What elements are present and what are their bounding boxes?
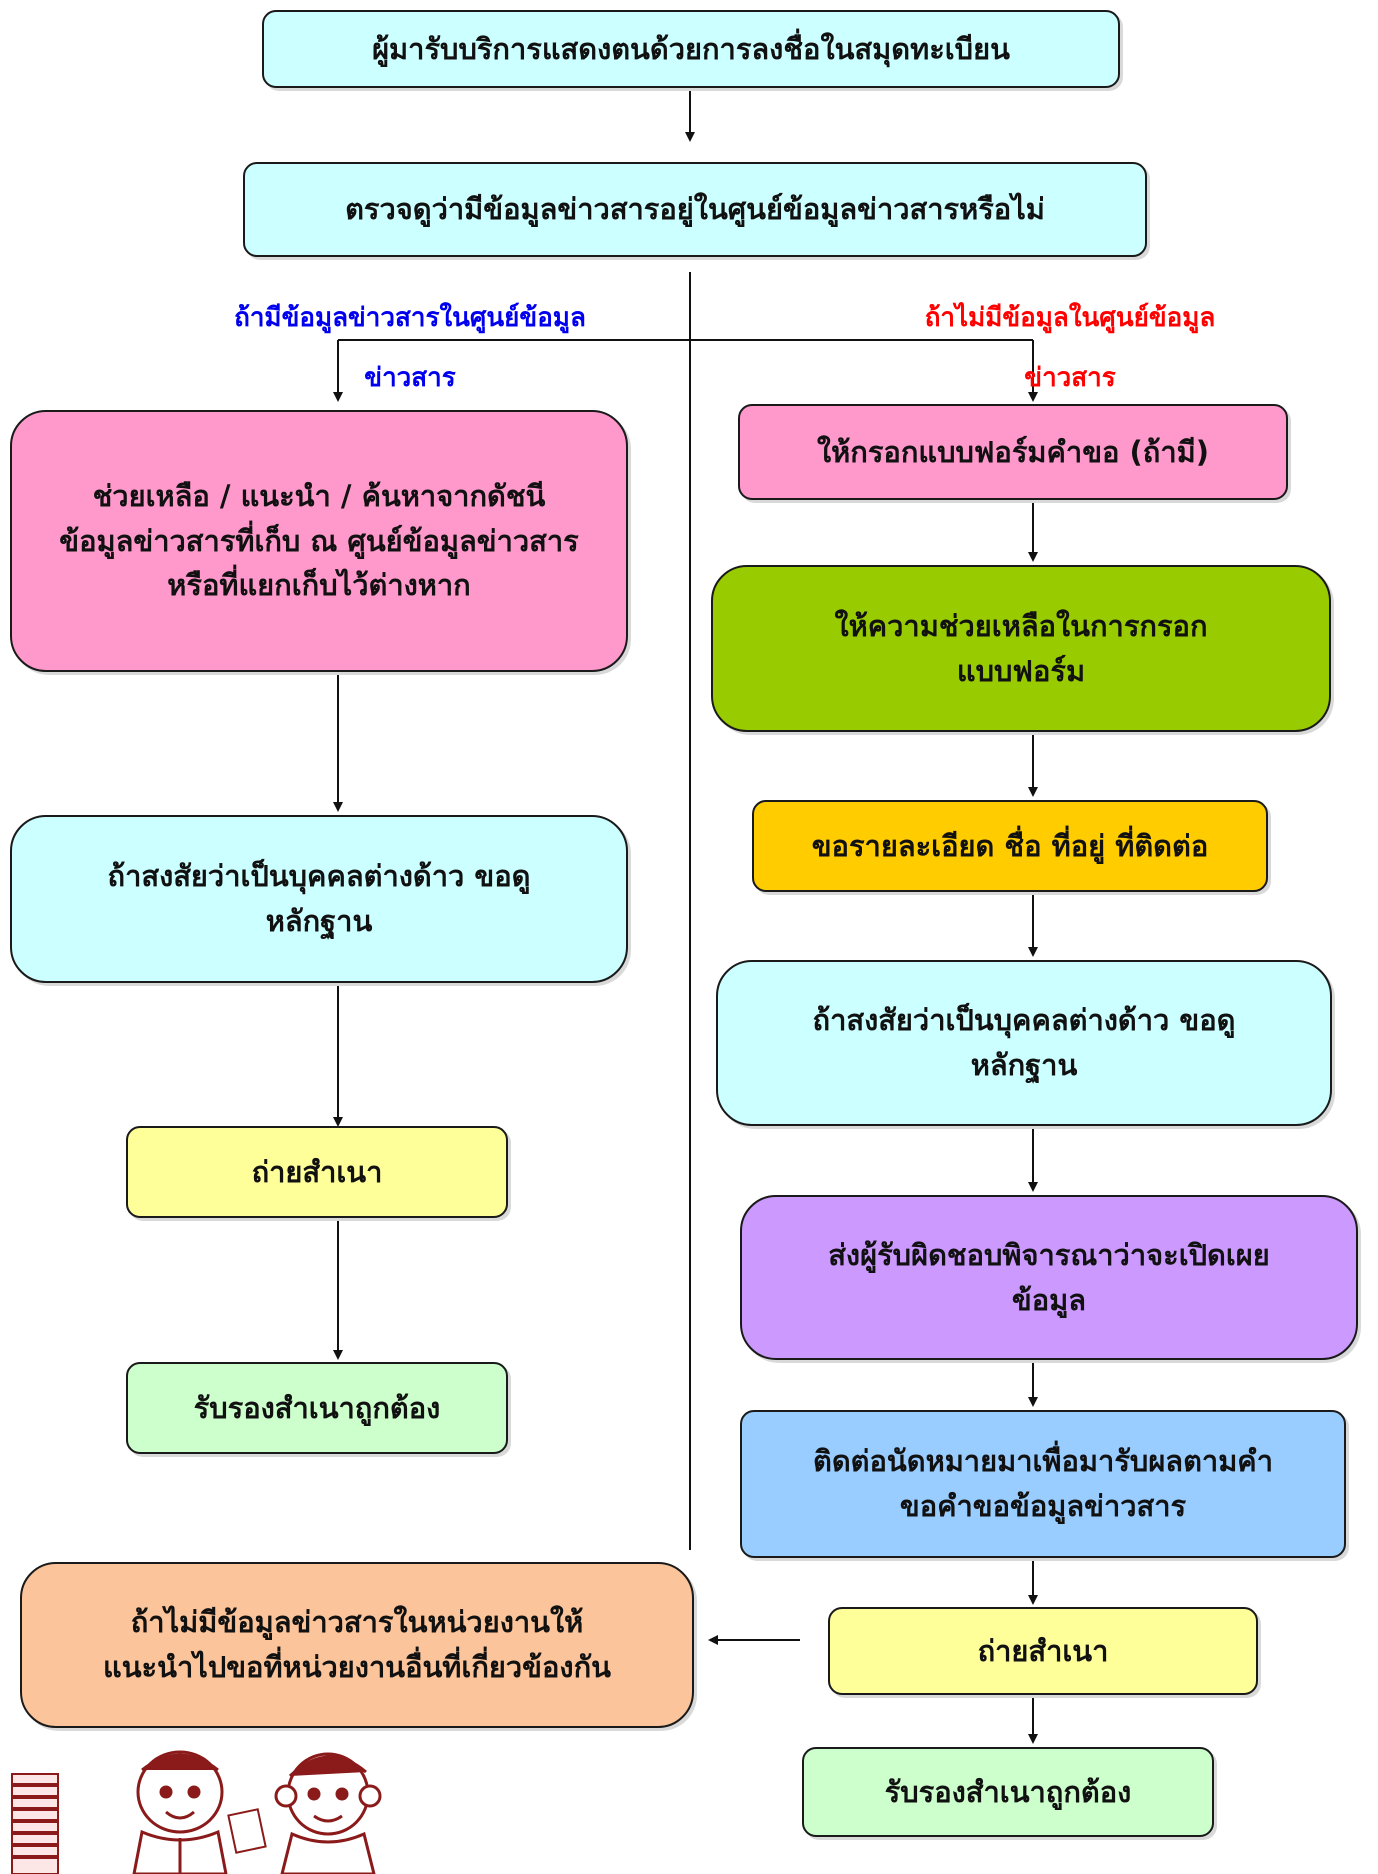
right-consider-line-1: ส่งผู้รับผิดชอบพิจารณาว่าจะเปิดเผย bbox=[828, 1237, 1270, 1272]
right-copy-box: ถ่ายสำเนา bbox=[828, 1607, 1258, 1695]
right-assist-line-2: แบบฟอร์ม bbox=[956, 653, 1086, 688]
right-certify-text: รับรองสำเนาถูกต้อง bbox=[884, 1774, 1132, 1809]
referral-line-2: แนะนำไปขอที่หน่วยงานอื่นที่เกี่ยวข้องกัน bbox=[103, 1650, 611, 1684]
left-copy-box: ถ่ายสำเนา bbox=[126, 1126, 508, 1218]
right-appoint-line-2: ขอคำขอข้อมูลข่าวสาร bbox=[899, 1489, 1187, 1523]
right-copy-text: ถ่ายสำเนา bbox=[977, 1633, 1109, 1668]
left-help-line-2: ข้อมูลข่าวสารที่เก็บ ณ ศูนย์ข้อมูลข่าวสา… bbox=[59, 523, 579, 558]
left-branch-label-line-1: ถ้ามีข้อมูลข่าวสารในศูนย์ข้อมูล bbox=[234, 303, 586, 333]
referral-line-1: ถ้าไม่มีข้อมูลข่าวสารในหน่วยงานให้ bbox=[130, 1605, 584, 1640]
left-certify-text: รับรองสำเนาถูกต้อง bbox=[193, 1390, 441, 1425]
right-branch-label-line-2: ข่าวสาร bbox=[1024, 363, 1116, 393]
right-certify-box: รับรองสำเนาถูกต้อง bbox=[802, 1747, 1214, 1837]
handed-paper-icon bbox=[227, 1808, 267, 1854]
right-details-text: ขอรายละเอียด ชื่อ ที่อยู่ ที่ติดต่อ bbox=[811, 828, 1209, 863]
left-suspect-line-2: หลักฐาน bbox=[265, 904, 373, 938]
officers-cartoon-illustration bbox=[11, 1750, 382, 1874]
left-copy-text: ถ่ายสำเนา bbox=[251, 1154, 383, 1189]
officer-right-icon bbox=[274, 1752, 382, 1874]
left-branch-label: ถ้ามีข้อมูลข่าวสารในศูนย์ข้อมูล ข่าวสาร bbox=[170, 288, 650, 408]
start-register-text: ผู้มารับบริการแสดงตนด้วยการลงชื่อในสมุดท… bbox=[372, 31, 1010, 66]
left-certify-box: รับรองสำเนาถูกต้อง bbox=[126, 1362, 508, 1454]
left-suspect-line-1: ถ้าสงสัยว่าเป็นบุคคลต่างด้าว ขอดู bbox=[107, 859, 531, 894]
right-branch-label: ถ้าไม่มีข้อมูลในศูนย์ข้อมูล ข่าวสาร bbox=[870, 288, 1270, 408]
left-help-box: ช่วยเหลือ / แนะนำ / ค้นหาจากดัชนี ข้อมูล… bbox=[10, 410, 628, 672]
right-form-box: ให้กรอกแบบฟอร์มคำขอ (ถ้ามี) bbox=[738, 404, 1288, 500]
right-assist-line-1: ให้ความช่วยเหลือในการกรอก bbox=[834, 608, 1208, 643]
start-register-box: ผู้มารับบริการแสดงตนด้วยการลงชื่อในสมุดท… bbox=[262, 10, 1120, 88]
right-appoint-line-1: ติดต่อนัดหมายมาเพื่อมารับผลตามคำ bbox=[813, 1444, 1273, 1479]
check-info-text: ตรวจดูว่ามีข้อมูลข่าวสารอยู่ในศูนย์ข้อมู… bbox=[345, 192, 1045, 227]
referral-box: ถ้าไม่มีข้อมูลข่าวสารในหน่วยงานให้ แนะนำ… bbox=[20, 1562, 694, 1728]
right-branch-label-line-1: ถ้าไม่มีข้อมูลในศูนย์ข้อมูล bbox=[924, 303, 1216, 333]
right-suspect-line-1: ถ้าสงสัยว่าเป็นบุคคลต่างด้าว ขอดู bbox=[812, 1003, 1236, 1038]
right-details-box: ขอรายละเอียด ชื่อ ที่อยู่ ที่ติดต่อ bbox=[752, 800, 1268, 892]
left-branch-label-line-2: ข่าวสาร bbox=[364, 363, 456, 393]
right-form-text: ให้กรอกแบบฟอร์มคำขอ (ถ้ามี) bbox=[816, 434, 1210, 469]
check-info-box: ตรวจดูว่ามีข้อมูลข่าวสารอยู่ในศูนย์ข้อมู… bbox=[243, 162, 1147, 257]
document-stack-icon bbox=[11, 1773, 59, 1874]
left-help-line-1: ช่วยเหลือ / แนะนำ / ค้นหาจากดัชนี bbox=[92, 478, 546, 513]
left-help-line-3: หรือที่แยกเก็บไว้ต่างหาก bbox=[167, 568, 471, 603]
right-assist-box: ให้ความช่วยเหลือในการกรอก แบบฟอร์ม bbox=[711, 565, 1331, 732]
officer-left-icon bbox=[132, 1750, 228, 1874]
right-consider-line-2: ข้อมูล bbox=[1011, 1282, 1087, 1317]
right-suspect-box: ถ้าสงสัยว่าเป็นบุคคลต่างด้าว ขอดู หลักฐา… bbox=[716, 960, 1332, 1126]
right-suspect-line-2: หลักฐาน bbox=[970, 1048, 1078, 1082]
right-consider-box: ส่งผู้รับผิดชอบพิจารณาว่าจะเปิดเผย ข้อมู… bbox=[740, 1195, 1358, 1360]
right-appoint-box: ติดต่อนัดหมายมาเพื่อมารับผลตามคำ ขอคำขอข… bbox=[740, 1410, 1346, 1558]
left-suspect-box: ถ้าสงสัยว่าเป็นบุคคลต่างด้าว ขอดู หลักฐา… bbox=[10, 815, 628, 983]
